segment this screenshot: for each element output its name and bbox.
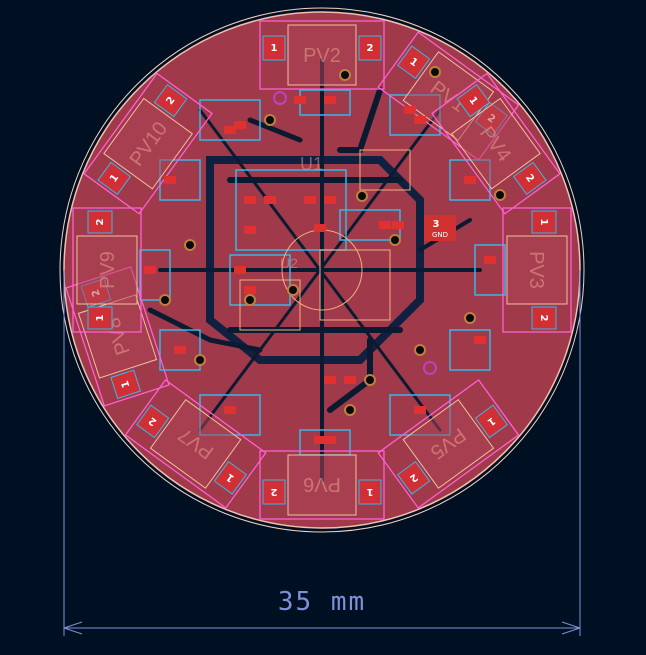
smd-pad bbox=[324, 196, 336, 204]
smd-pad bbox=[324, 376, 336, 384]
mounting-hole-left bbox=[273, 91, 287, 105]
dimension-annotation: 35 mm bbox=[63, 270, 581, 636]
via bbox=[184, 239, 196, 251]
panel-pad bbox=[213, 460, 247, 495]
panel-pad bbox=[87, 210, 113, 234]
smd-pad bbox=[414, 116, 426, 124]
mounting-hole-right bbox=[423, 361, 437, 375]
panel-pad bbox=[397, 460, 431, 495]
panel-pad bbox=[97, 161, 132, 195]
panel-pad bbox=[397, 45, 431, 80]
panel-pad bbox=[262, 35, 286, 61]
silkscreen-outlines bbox=[239, 149, 411, 331]
via bbox=[194, 354, 206, 366]
solar-panel-footprints: 12PV112PV212PV312PV412PV512PV612PV712PV8… bbox=[65, 20, 572, 520]
board-edge-cut bbox=[59, 7, 585, 533]
solar-panel-pv2: 1 2 PV2 bbox=[259, 20, 385, 90]
u2-label: U2 bbox=[280, 255, 298, 271]
via bbox=[344, 404, 356, 416]
panel-pad-number: 1 bbox=[538, 219, 549, 226]
via bbox=[356, 190, 368, 202]
smd-pad bbox=[224, 126, 236, 134]
via bbox=[414, 344, 426, 356]
solar-panel-pv3: 1 2 PV3 bbox=[502, 207, 572, 333]
panel-label: PV2 bbox=[303, 45, 341, 67]
panel-pad bbox=[136, 404, 170, 439]
smd-pad bbox=[244, 286, 256, 294]
via bbox=[494, 189, 506, 201]
panel-pad bbox=[358, 479, 382, 505]
smd-pad bbox=[244, 226, 256, 234]
via bbox=[364, 374, 376, 386]
smd-pad bbox=[324, 96, 336, 104]
smd-pad bbox=[314, 224, 326, 232]
smd-pad bbox=[464, 176, 476, 184]
via bbox=[464, 312, 476, 324]
solar-panel-pv6: 1 2 PV6 bbox=[259, 450, 385, 520]
smd-pad bbox=[234, 121, 246, 129]
center-pad-3: 3 GND bbox=[424, 215, 456, 241]
panel-pad bbox=[531, 306, 557, 330]
smd-pad bbox=[144, 266, 156, 274]
panel-pad bbox=[87, 306, 113, 330]
smd-pad bbox=[264, 196, 276, 204]
panel-label: PV3 bbox=[525, 251, 547, 289]
panel-pad-number: 2 bbox=[270, 486, 277, 497]
u1-label: U1 bbox=[300, 154, 323, 174]
via bbox=[159, 294, 171, 306]
via bbox=[429, 66, 441, 78]
panel-pad-number: 1 bbox=[120, 379, 133, 389]
smd-pad bbox=[324, 436, 336, 444]
panel-pad-number: 2 bbox=[95, 218, 106, 225]
smd-pad bbox=[392, 221, 404, 229]
panel-pad bbox=[110, 369, 142, 400]
panel-label: PV9 bbox=[97, 251, 119, 289]
panel-pad bbox=[456, 84, 491, 118]
smd-pad bbox=[474, 336, 486, 344]
smd-pad bbox=[224, 406, 236, 414]
smd-pad bbox=[174, 346, 186, 354]
smd-pad bbox=[404, 106, 416, 114]
panel-pad bbox=[531, 210, 557, 234]
panel-pad bbox=[358, 35, 382, 61]
via bbox=[244, 294, 256, 306]
via bbox=[264, 114, 276, 126]
via bbox=[339, 69, 351, 81]
smd-pads bbox=[144, 96, 496, 444]
smd-pad bbox=[414, 406, 426, 414]
dimension-label: 35 mm bbox=[278, 587, 366, 617]
smd-pad bbox=[244, 196, 256, 204]
panel-pad-number: 2 bbox=[538, 315, 549, 322]
panel-pad-number: 1 bbox=[271, 43, 278, 54]
panel-pad-number: 2 bbox=[367, 43, 374, 54]
smd-pad bbox=[234, 266, 246, 274]
panel-pad bbox=[512, 161, 547, 195]
smd-pad bbox=[304, 196, 316, 204]
vias bbox=[159, 66, 506, 416]
panel-pad bbox=[153, 84, 188, 118]
smd-pad bbox=[344, 376, 356, 384]
smd-pad bbox=[294, 96, 306, 104]
svg-text:3: 3 bbox=[433, 219, 440, 230]
smd-pad bbox=[484, 256, 496, 264]
panel-pad-number: 1 bbox=[366, 486, 373, 497]
panel-label: PV6 bbox=[303, 473, 341, 495]
smd-pad bbox=[164, 176, 176, 184]
smd-pad bbox=[314, 436, 326, 444]
svg-text:GND: GND bbox=[432, 231, 448, 239]
panel-pad bbox=[474, 404, 508, 439]
via bbox=[389, 234, 401, 246]
smd-pad bbox=[379, 221, 391, 229]
panel-pad bbox=[262, 479, 286, 505]
via bbox=[287, 284, 299, 296]
panel-pad-number: 1 bbox=[95, 314, 106, 321]
